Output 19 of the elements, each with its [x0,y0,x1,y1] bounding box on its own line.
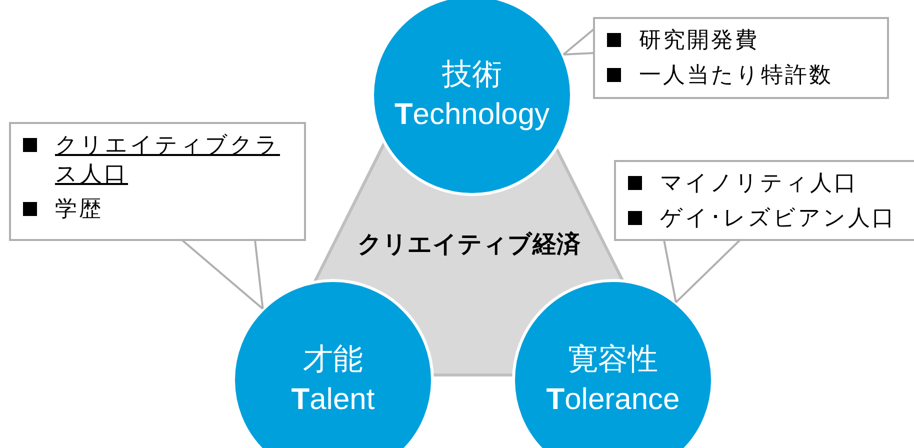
callout-box [614,160,914,241]
callout-pointer [562,28,595,56]
circle-label: Tolerance [546,382,680,418]
circle-label: Talent [291,382,375,418]
callout-box [9,122,306,241]
bullet-text: 研究開発費 [639,26,759,54]
callout-box [593,17,889,99]
callout-pointer [663,239,741,304]
circle-label: Technology [394,97,550,133]
callout-pointer [181,239,264,310]
circle-label: 技術 [442,57,502,93]
center-label: クリエイティブ経済 [356,230,582,260]
bullet-text: クリエイティブクラス人口 [55,131,281,188]
bullet-text: 学歴 [55,195,103,223]
bullet-text: マイノリティ人口 [660,169,858,197]
circle-label: 才能 [303,342,363,378]
bullet-text: 一人当たり特許数 [639,61,833,89]
circle-label: 寛容性 [568,342,658,378]
bullet-text: ゲイ･レズビアン人口 [660,204,896,232]
